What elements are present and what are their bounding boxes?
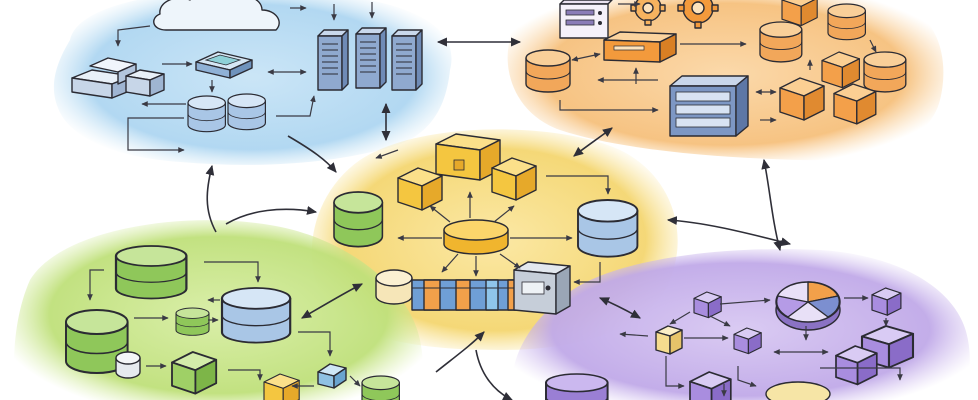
cloud-icon [153,0,280,31]
cube-icon [171,351,218,395]
cube-icon [317,363,347,389]
storage-box-icon [821,51,860,89]
server-unit-icon [559,0,613,39]
connector-green-yellow-3 [435,331,485,373]
cube-icon [693,291,722,319]
cube-icon [491,157,537,201]
database-icon [175,307,210,336]
database-icon [333,191,384,248]
cube-icon [655,325,683,355]
network-switch-icon [125,69,165,97]
database-icon [863,51,907,93]
database-icon [545,373,609,400]
connector-orange-purple [761,158,783,252]
blue-cluster [71,0,423,153]
server-rack-icon [317,29,349,91]
database-icon [227,93,266,131]
box-icon [835,345,878,386]
database-icon [765,381,831,400]
inter-cluster-connectors [205,37,792,400]
database-icon [187,95,226,133]
connector-blue-yellow-2 [287,135,337,173]
central-hub-icon [443,219,509,255]
connector-green-yellow-2 [301,283,364,319]
gear-icon [677,0,719,29]
database-icon [759,21,803,63]
connector-orange-yellow [573,127,613,157]
server-rack-icon [355,27,387,89]
database-icon [114,244,188,300]
green-cluster [64,244,400,400]
database-icon [577,199,639,258]
pie-chart-icon [775,281,841,331]
server-rack-icon [220,286,292,344]
connector-yellow-purple-2 [475,349,514,400]
cube-icon [397,167,443,211]
device-icon [513,261,571,315]
database-icon [361,375,400,400]
server-rack-icon [669,75,749,137]
database-icon [115,351,141,379]
connector-green-yellow [225,206,318,225]
yellow-cluster [333,133,639,315]
database-icon [525,49,571,93]
server-rack-icon [391,29,423,91]
storage-box-icon [779,77,825,121]
connector-green-blue [205,164,217,233]
database-icon [375,269,413,305]
connector-yellow-purple [666,216,792,247]
connector-yellow-purple-3 [598,297,641,319]
pipeline-icon [411,279,531,311]
hub-device-icon [195,51,253,79]
cube-icon [435,133,501,181]
gear-icon [630,0,666,26]
cube-icon [733,327,762,355]
purple-cluster [545,281,915,400]
storage-box-icon [603,31,677,63]
database-icon [827,3,866,41]
orange-cluster [525,0,907,137]
storage-box-icon [833,83,877,125]
blue-cluster-background [54,0,452,165]
box-icon [871,287,902,316]
